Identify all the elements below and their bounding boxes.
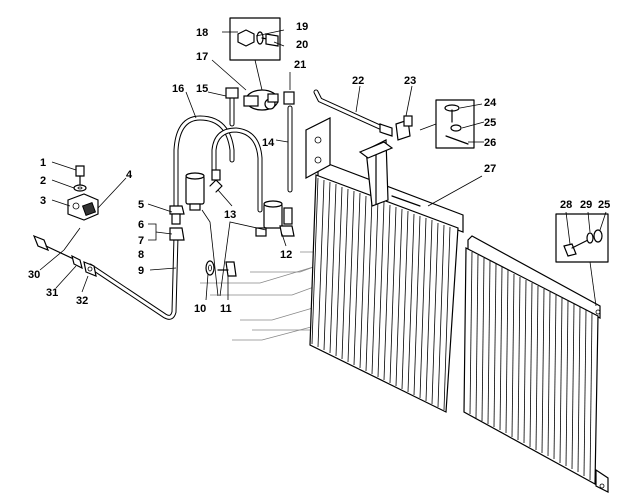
fitting-6-8 [169,227,185,241]
callout-13: 13 [224,209,236,221]
callout-12: 12 [280,249,292,261]
callout-2: 2 [40,175,46,187]
callout-1: 1 [40,157,46,169]
bolt-1 [75,165,85,187]
fitting-21 [283,91,295,105]
fitting-32 [83,261,97,277]
filter-right [255,200,283,237]
callout-21: 21 [294,59,306,71]
callout-11: 11 [220,303,232,315]
callout-27: 27 [484,163,496,175]
callout-10: 10 [194,303,206,315]
nut-15 [225,87,239,99]
fitting-23 [379,115,413,141]
callout-26: 26 [484,137,496,149]
washer-2 [73,184,87,192]
callout-7: 7 [138,235,144,247]
detail-box-18-20 [229,17,281,91]
fitting-12 [279,207,295,237]
callout-5: 5 [138,199,144,211]
callout-32: 32 [76,295,88,307]
callout-25b: 25 [598,199,610,211]
callout-25: 25 [484,117,496,129]
filter-left [185,172,205,211]
fitting-31 [71,254,83,270]
callout-6: 6 [138,219,144,231]
clamp-bracket [67,193,99,221]
callout-4: 4 [126,169,133,181]
callout-20: 20 [296,39,308,51]
callout-17: 17 [196,51,208,63]
plate-fins-large [311,177,451,411]
callout-labels: 1 2 3 4 5 6 7 8 9 10 11 12 13 14 15 16 1… [28,21,610,315]
callout-30: 30 [28,269,40,281]
bolt-11 [217,261,237,277]
callout-23: 23 [404,75,416,87]
valve-17 [243,89,279,111]
clip-13 [209,169,223,193]
callout-31: 31 [46,287,58,299]
callout-28: 28 [560,199,572,211]
callout-16: 16 [172,83,184,95]
callout-9: 9 [138,265,144,277]
detail-box-24-26 [419,99,475,149]
pipe-assembly [87,89,385,320]
fitting-5 [169,205,185,225]
radiator-plate-large [305,117,464,413]
callout-22: 22 [352,75,364,87]
callout-3: 3 [40,195,46,207]
leader-lines [39,29,607,301]
callout-18: 18 [196,27,208,39]
plate-fins-small [469,251,593,481]
callout-8: 8 [138,249,144,261]
callout-19: 19 [296,21,308,33]
detail-box-28-29 [555,213,609,307]
callout-24: 24 [484,97,497,109]
callout-14: 14 [262,137,275,149]
radiator-plate-small [463,235,609,493]
callout-15: 15 [196,83,208,95]
washer-10 [205,260,215,276]
callout-29: 29 [580,199,592,211]
